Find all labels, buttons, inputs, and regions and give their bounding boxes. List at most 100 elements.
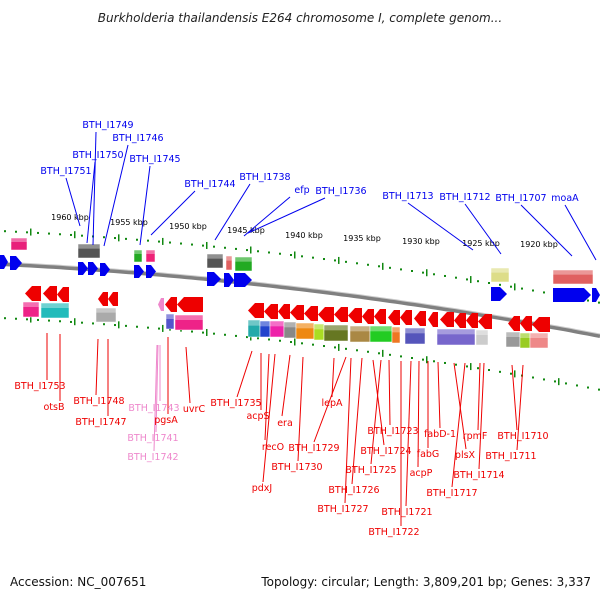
feature-block-shine — [437, 329, 475, 335]
tick-major-bottom — [338, 343, 340, 351]
leader-line — [65, 177, 81, 227]
forward-gene-arrow — [146, 265, 156, 278]
gene-label: BTH_I1738 — [239, 172, 290, 183]
gene-label: moaA — [551, 193, 579, 204]
reverse-gene-arrow — [508, 316, 520, 331]
gene-label: BTH_I1726 — [328, 485, 379, 496]
feature-block-shine — [476, 330, 488, 335]
leader-line — [153, 344, 158, 452]
leader-line — [264, 353, 270, 441]
gene-label: BTH_I1725 — [345, 465, 396, 476]
accession-text: Accession: NC_007651 — [10, 575, 146, 589]
feature-block-shine — [314, 324, 324, 330]
feature-block-shine — [23, 302, 39, 307]
tick-major-bottom — [514, 370, 516, 378]
feature-block-shine — [134, 250, 142, 254]
tick-dot-top — [488, 282, 490, 285]
feature-block — [165, 313, 175, 330]
gene-label: BTH_I1749 — [82, 120, 133, 131]
tick-dot-top — [180, 242, 182, 245]
reverse-gene-arrow — [290, 305, 304, 320]
feature-block-shine — [96, 308, 116, 313]
feature-block-shine — [405, 328, 425, 334]
genome-summary-text: Topology: circular; Length: 3,809,201 bp… — [260, 575, 591, 589]
leader-line — [372, 359, 385, 446]
forward-gene-arrow — [88, 262, 98, 275]
gene-label: BTH_I1707 — [495, 193, 546, 204]
leader-line — [243, 196, 291, 237]
tick-dot-top — [444, 274, 446, 277]
tick-dot-bottom — [48, 319, 50, 322]
tick-major-top — [426, 269, 428, 277]
tick-dot-bottom — [213, 332, 215, 335]
tick-dot-bottom — [136, 325, 138, 328]
gene-label: BTH_I1736 — [315, 186, 366, 197]
tick-dot-bottom — [191, 330, 193, 333]
leader-line — [478, 362, 485, 470]
feature-block-shine — [491, 268, 509, 273]
gene-label: rpmF — [463, 431, 488, 442]
gene-label: BTH_I1730 — [271, 462, 322, 473]
gene-label: pgsA — [154, 415, 178, 426]
tick-dot-bottom — [224, 333, 226, 336]
tick-rows — [4, 228, 600, 391]
tick-dot-bottom — [400, 355, 402, 358]
tick-dot-bottom — [323, 345, 325, 348]
gene-label: otsB — [43, 402, 64, 413]
gene-label: fabD-1 — [424, 429, 456, 440]
reverse-gene-arrow — [318, 307, 334, 322]
leader-line — [313, 356, 347, 443]
feature-block-shine — [207, 254, 223, 259]
tick-major-top — [206, 241, 208, 249]
reverse-gene-arrow — [466, 313, 478, 328]
gene-arrows — [0, 255, 600, 332]
forward-gene-arrow — [592, 288, 600, 302]
feature-block — [22, 301, 40, 318]
tick-major-bottom — [118, 321, 120, 329]
kbp-label: 1945 kbp — [227, 226, 265, 235]
tick-dot-top — [103, 236, 105, 239]
feature-block — [225, 255, 233, 271]
tick-major-bottom — [294, 338, 296, 346]
gene-label: pdxJ — [252, 483, 272, 494]
tick-dot-bottom — [554, 380, 556, 383]
tick-dot-bottom — [279, 339, 281, 342]
tick-dot-top — [15, 230, 17, 233]
leader-line — [564, 204, 597, 261]
tick-dot-top — [334, 259, 336, 262]
tick-dot-bottom — [246, 336, 248, 339]
feature-block — [40, 302, 70, 319]
feature-block-shine — [270, 321, 284, 327]
feature-block-shine — [284, 322, 296, 328]
feature-block-shine — [260, 321, 270, 327]
tick-major-top — [294, 251, 296, 259]
tick-major-top — [118, 234, 120, 242]
leader-line — [407, 202, 474, 251]
tick-dot-top — [224, 246, 226, 249]
tick-dot-top — [59, 233, 61, 236]
tick-dot-top — [48, 232, 50, 235]
reverse-gene-arrow — [43, 286, 57, 301]
tick-dot-bottom — [202, 331, 204, 334]
tick-dot-top — [433, 273, 435, 276]
feature-block-shine — [506, 332, 520, 337]
leader-line — [370, 359, 382, 465]
tick-major-bottom — [162, 324, 164, 332]
gene-label: BTH_I1748 — [73, 396, 124, 407]
leader-line — [297, 356, 304, 462]
kbp-label: 1930 kbp — [402, 237, 440, 246]
gene-label: BTH_I1717 — [426, 488, 477, 499]
reverse-gene-arrow — [362, 309, 374, 324]
tick-dot-top — [477, 280, 479, 283]
tick-dot-bottom — [488, 369, 490, 372]
reverse-gene-arrow — [278, 304, 290, 319]
tick-major-bottom — [206, 328, 208, 336]
leader-line — [185, 346, 191, 404]
feature-block — [529, 332, 549, 349]
kbp-label: 1920 kbp — [520, 240, 558, 249]
tick-dot-top — [37, 231, 39, 234]
reverse-gene-arrow — [388, 310, 400, 325]
